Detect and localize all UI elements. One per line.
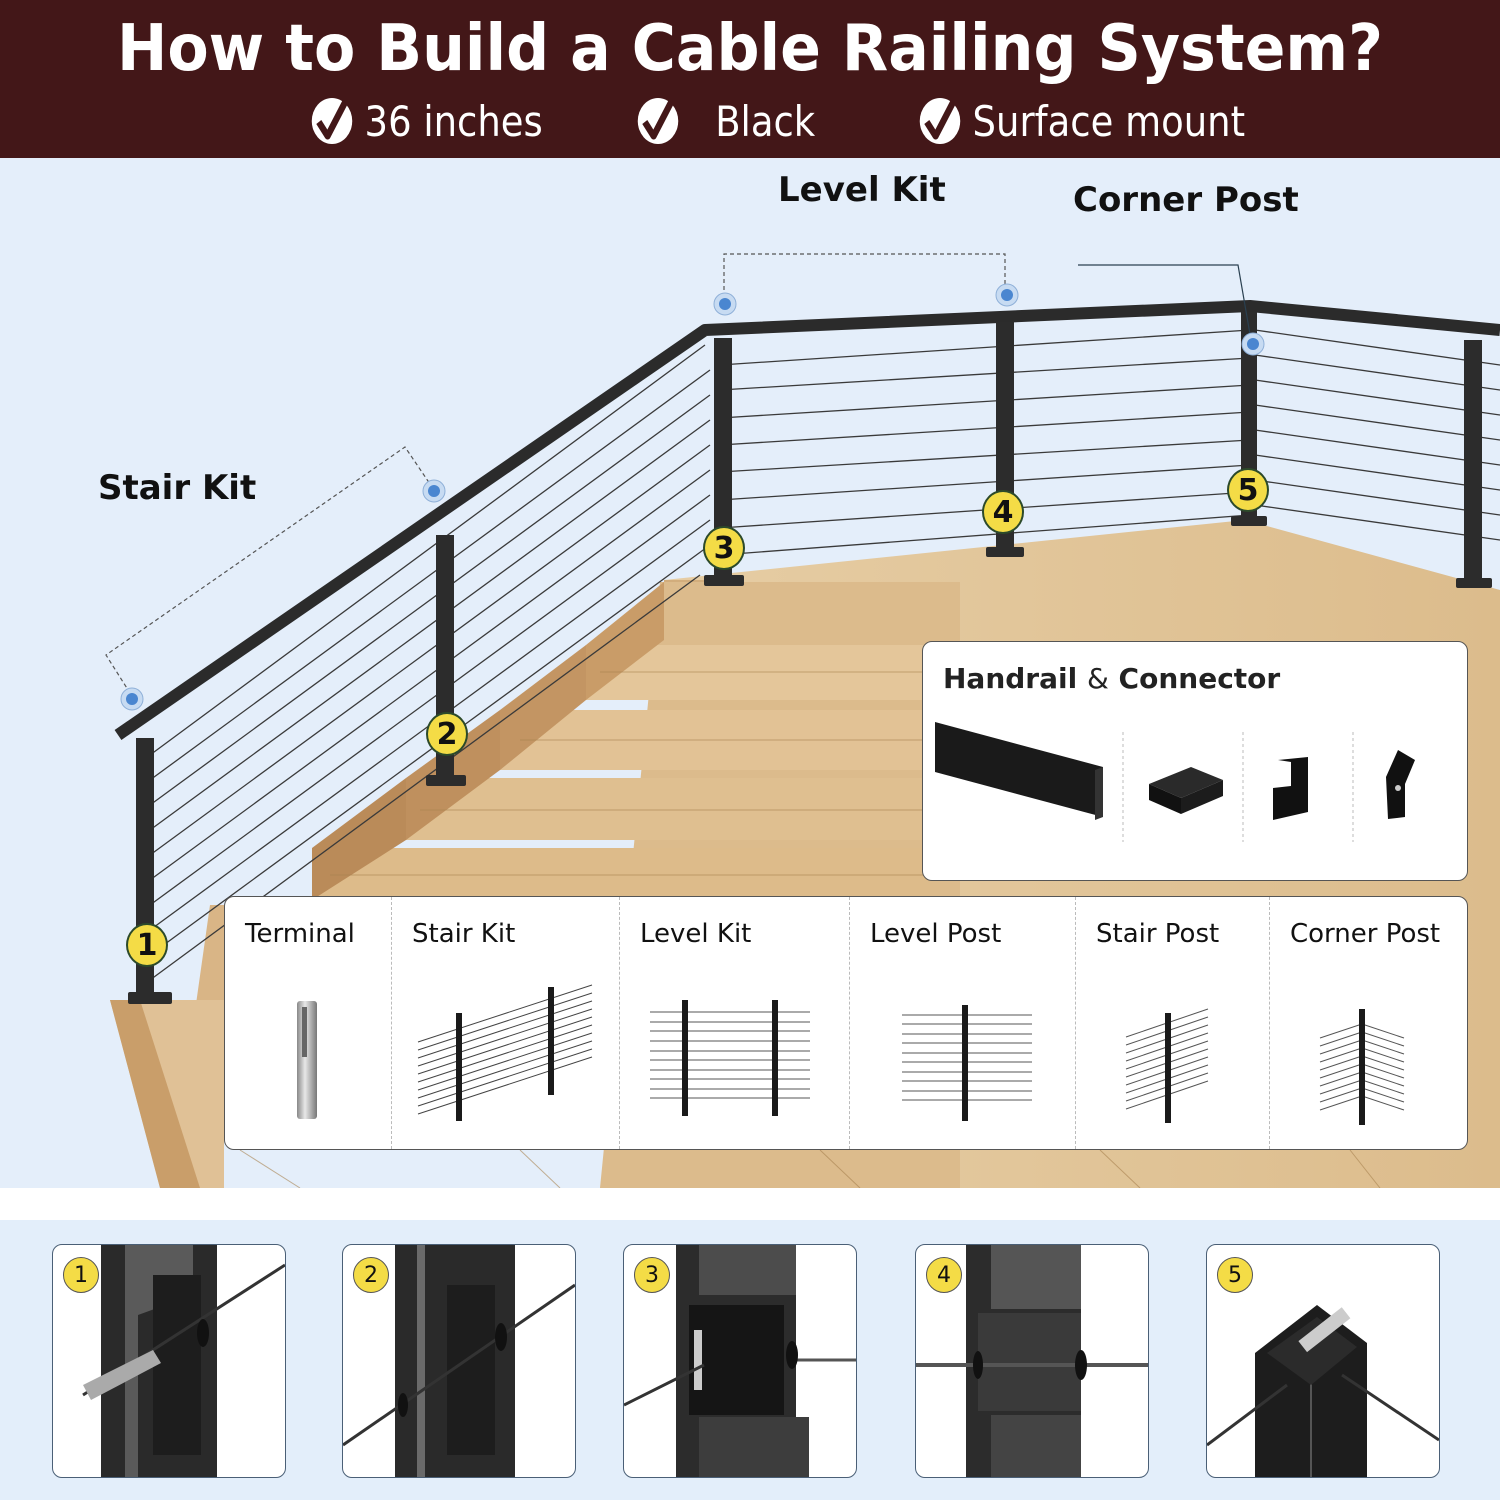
detail-section: 1 2 3 <box>0 1220 1500 1500</box>
corner-post-detail <box>1207 1305 1439 1477</box>
corner-callout-line <box>1078 264 1252 341</box>
step-connector-image <box>1273 757 1308 820</box>
angle-connector-image <box>1386 750 1415 819</box>
part-name: Stair Post <box>1096 919 1220 949</box>
level-post-image <box>902 1005 1032 1121</box>
detail-card-4: 4 <box>915 1244 1149 1478</box>
post-marker-2: 2 <box>426 712 468 756</box>
stair-kit-image <box>417 984 593 1121</box>
part-level-post: Level Post <box>849 897 1076 1149</box>
parts-panel: Terminal Stair Kit Level Kit <box>224 896 1468 1150</box>
detail-card-3: 3 <box>623 1244 857 1478</box>
terminal-post-detail <box>82 1245 285 1477</box>
feature-height: 36 inches <box>310 96 543 146</box>
post-marker-5: 5 <box>1227 468 1269 512</box>
stair-post-image <box>1125 1008 1209 1123</box>
feature-label: Surface mount <box>972 96 1246 146</box>
part-terminal: Terminal <box>225 897 391 1149</box>
part-level-kit: Level Kit <box>619 897 850 1149</box>
feature-label: Black <box>715 96 816 146</box>
callout-stair-kit: Stair Kit <box>98 468 257 508</box>
part-stair-kit: Stair Kit <box>391 897 620 1149</box>
level-cables <box>719 329 1251 556</box>
step-badge: 1 <box>63 1257 99 1293</box>
step-badge: 4 <box>926 1257 962 1293</box>
step-badge: 5 <box>1217 1257 1253 1293</box>
detail-card-2: 2 <box>342 1244 576 1478</box>
handrail-connector-panel: Handrail & Connector <box>922 641 1468 881</box>
title-word-connector: Connector <box>1118 662 1281 695</box>
detail-card-1: 1 <box>52 1244 286 1478</box>
panel-title: Handrail & Connector <box>943 662 1280 695</box>
stair-cables <box>149 344 711 981</box>
intermediate-post-detail <box>916 1245 1148 1477</box>
header-banner: How to Build a Cable Railing System? 36 … <box>0 0 1500 158</box>
title-word-handrail: Handrail <box>943 662 1078 695</box>
callout-level-kit: Level Kit <box>778 170 946 210</box>
part-name: Level Post <box>870 919 1002 949</box>
part-stair-post: Stair Post <box>1075 897 1270 1149</box>
part-name: Level Kit <box>640 919 752 949</box>
part-corner-post: Corner Post <box>1269 897 1468 1149</box>
check-circle-icon <box>311 98 353 144</box>
flat-connector-image <box>1149 767 1223 814</box>
part-name: Stair Kit <box>412 919 516 949</box>
corner-post-image <box>1319 1009 1405 1125</box>
check-circle-icon <box>919 98 961 144</box>
stair-post-detail <box>343 1245 575 1477</box>
post-6 <box>1464 340 1482 585</box>
handrail-bar-image <box>935 722 1103 820</box>
handrail <box>114 300 1500 740</box>
step-badge: 3 <box>634 1257 670 1293</box>
title-ampersand: & <box>1086 662 1109 695</box>
detail-card-5: 5 <box>1206 1244 1440 1478</box>
check-circle-icon <box>637 98 679 144</box>
callout-pins <box>120 283 1265 711</box>
feature-list: 36 inches Black Surface mount <box>0 96 1500 156</box>
feature-color: Black <box>636 96 815 146</box>
post-marker-1: 1 <box>126 923 168 967</box>
level-kit-image <box>650 1000 810 1116</box>
connector-images <box>935 722 1415 842</box>
post-3 <box>714 338 732 580</box>
feature-label: 36 inches <box>364 96 543 146</box>
step-badge: 2 <box>353 1257 389 1293</box>
part-name: Terminal <box>245 919 355 949</box>
page-title: How to Build a Cable Railing System? <box>116 12 1384 86</box>
post-marker-4: 4 <box>982 490 1024 534</box>
part-name: Corner Post <box>1290 919 1441 949</box>
post-marker-3: 3 <box>703 526 745 570</box>
callout-corner-post: Corner Post <box>1073 180 1299 220</box>
level-post-end-detail <box>624 1245 856 1477</box>
feature-mount: Surface mount <box>918 96 1245 146</box>
section-divider <box>0 1188 1500 1220</box>
corner-cables <box>1254 329 1500 541</box>
callout-lines <box>105 253 1006 694</box>
terminal-image <box>297 1001 317 1119</box>
